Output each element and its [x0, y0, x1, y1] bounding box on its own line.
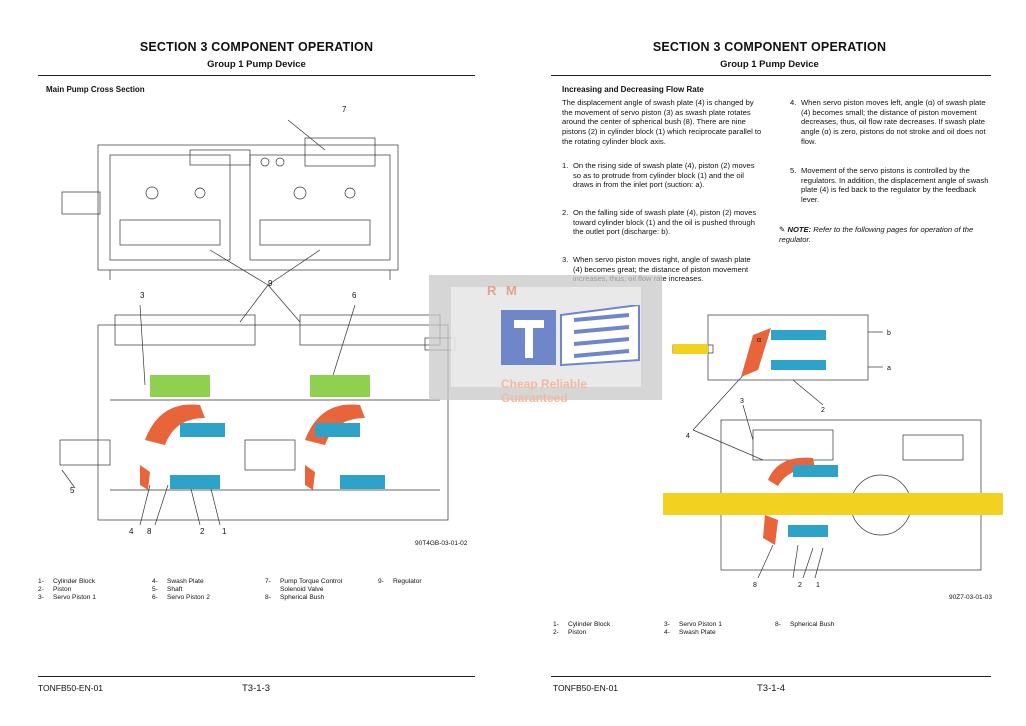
legend-item: 7-Pump Torque Control — [265, 578, 343, 585]
piston-right-top — [315, 423, 360, 437]
note-pencil-icon: ✎ — [779, 225, 786, 234]
callout-9: 9 — [268, 279, 273, 288]
page-number: T3-1-4 — [757, 683, 785, 694]
legend-item: Solenoid Valve — [280, 586, 324, 593]
legend-item: 2-Piston — [553, 629, 587, 636]
legend-item: 1-Cylinder Block — [38, 578, 96, 585]
cylinder-block-right-highlight — [310, 375, 370, 397]
piston-top — [793, 465, 838, 477]
swash-plate — [768, 457, 815, 486]
callout-2: 2 — [798, 582, 802, 589]
cylinder-block-left-highlight — [150, 375, 210, 397]
callout-2-top: 2 — [821, 407, 825, 414]
section-title: SECTION 3 COMPONENT OPERATION — [139, 40, 374, 54]
piston-schematic-bottom — [771, 360, 826, 370]
shaft — [663, 493, 1003, 515]
footer-rule — [551, 676, 991, 677]
figure-subtitle: Main Pump Cross Section — [46, 85, 145, 94]
list-item-2: 2. On the falling side of swash plate (4… — [562, 208, 757, 237]
group-title: Group 1 Pump Device — [207, 59, 306, 70]
section-title: SECTION 3 COMPONENT OPERATION — [652, 40, 887, 54]
legend-item: 3-Servo Piston 1 — [38, 594, 96, 601]
piston-left-top — [180, 423, 225, 437]
list-item-1: 1. On the rising side of swash plate (4)… — [562, 161, 755, 190]
callout-5: 5 — [70, 486, 75, 495]
watermark-brand: R M — [487, 283, 520, 298]
legend-item: 2-Piston — [38, 586, 72, 593]
flow-rate-figure: b a α 2 4 3 8 2 1 — [663, 314, 1003, 589]
legend-item: 4-Swash Plate — [152, 578, 204, 585]
label-b: b — [887, 330, 891, 337]
header-rule — [38, 75, 475, 76]
list-item-4: 4. When servo piston moves left, angle (… — [790, 98, 986, 146]
legend-item: 8-Spherical Bush — [775, 621, 835, 628]
callout-3: 3 — [140, 291, 145, 300]
legend-item: 9-Regulator — [378, 578, 422, 585]
left-page: SECTION 3 COMPONENT OPERATION Group 1 Pu… — [38, 40, 475, 694]
callout-3: 3 — [740, 398, 744, 405]
legend-item: 1-Cylinder Block — [553, 621, 611, 628]
note: ✎ NOTE: Refer to the following pages for… — [779, 225, 974, 244]
pump-cross-section-figure: 3 6 7 9 5 4 8 2 1 — [59, 105, 456, 536]
figure-id: 90T4GB-03-01-02 — [415, 540, 468, 547]
figure-id: 90Z7-03-01-03 — [949, 594, 992, 601]
callout-2: 2 — [200, 527, 205, 536]
callout-1: 1 — [816, 582, 820, 589]
label-alpha: α — [757, 337, 761, 344]
callout-4: 4 — [129, 527, 134, 536]
doc-code: TONFB50-EN-01 — [553, 683, 619, 693]
right-page: SECTION 3 COMPONENT OPERATION Group 1 Pu… — [513, 0, 1026, 726]
swash-plate-schematic — [741, 328, 771, 377]
callout-6: 6 — [352, 291, 357, 300]
watermark: R M Cheap Reliable Guaranteed — [429, 275, 662, 405]
callout-8: 8 — [147, 527, 152, 536]
section-subtitle: Increasing and Decreasing Flow Rate — [562, 85, 704, 94]
intro-paragraph: The displacement angle of swash plate (4… — [562, 98, 762, 146]
label-a: a — [887, 365, 891, 372]
legend-item: 8-Spherical Bush — [265, 594, 325, 601]
page-number: T3-1-3 — [242, 683, 270, 694]
legend-item: 4-Swash Plate — [664, 629, 716, 636]
legend-item: 3-Servo Piston 1 — [664, 621, 722, 628]
watermark-logo-icon — [501, 305, 640, 367]
list-item-5: 5. Movement of the servo pistons is cont… — [790, 166, 989, 205]
doc-code: TONFB50-EN-01 — [38, 683, 104, 693]
callout-1: 1 — [222, 527, 227, 536]
legend-item: 5-Shaft — [152, 586, 183, 593]
swash-plate-left — [145, 404, 205, 445]
legend-item: 6-Servo Piston 2 — [152, 594, 210, 601]
piston-bottom — [788, 525, 828, 537]
callout-4: 4 — [686, 433, 690, 440]
piston-schematic-top — [771, 330, 826, 340]
callout-7: 7 — [342, 105, 347, 114]
callout-8: 8 — [753, 582, 757, 589]
piston-left-bottom — [170, 475, 220, 489]
piston-right-bottom — [340, 475, 385, 489]
footer-rule — [38, 676, 475, 677]
watermark-tagline: Cheap Reliable Guaranteed — [501, 377, 588, 405]
header-rule — [551, 75, 991, 76]
group-title: Group 1 Pump Device — [720, 59, 819, 70]
